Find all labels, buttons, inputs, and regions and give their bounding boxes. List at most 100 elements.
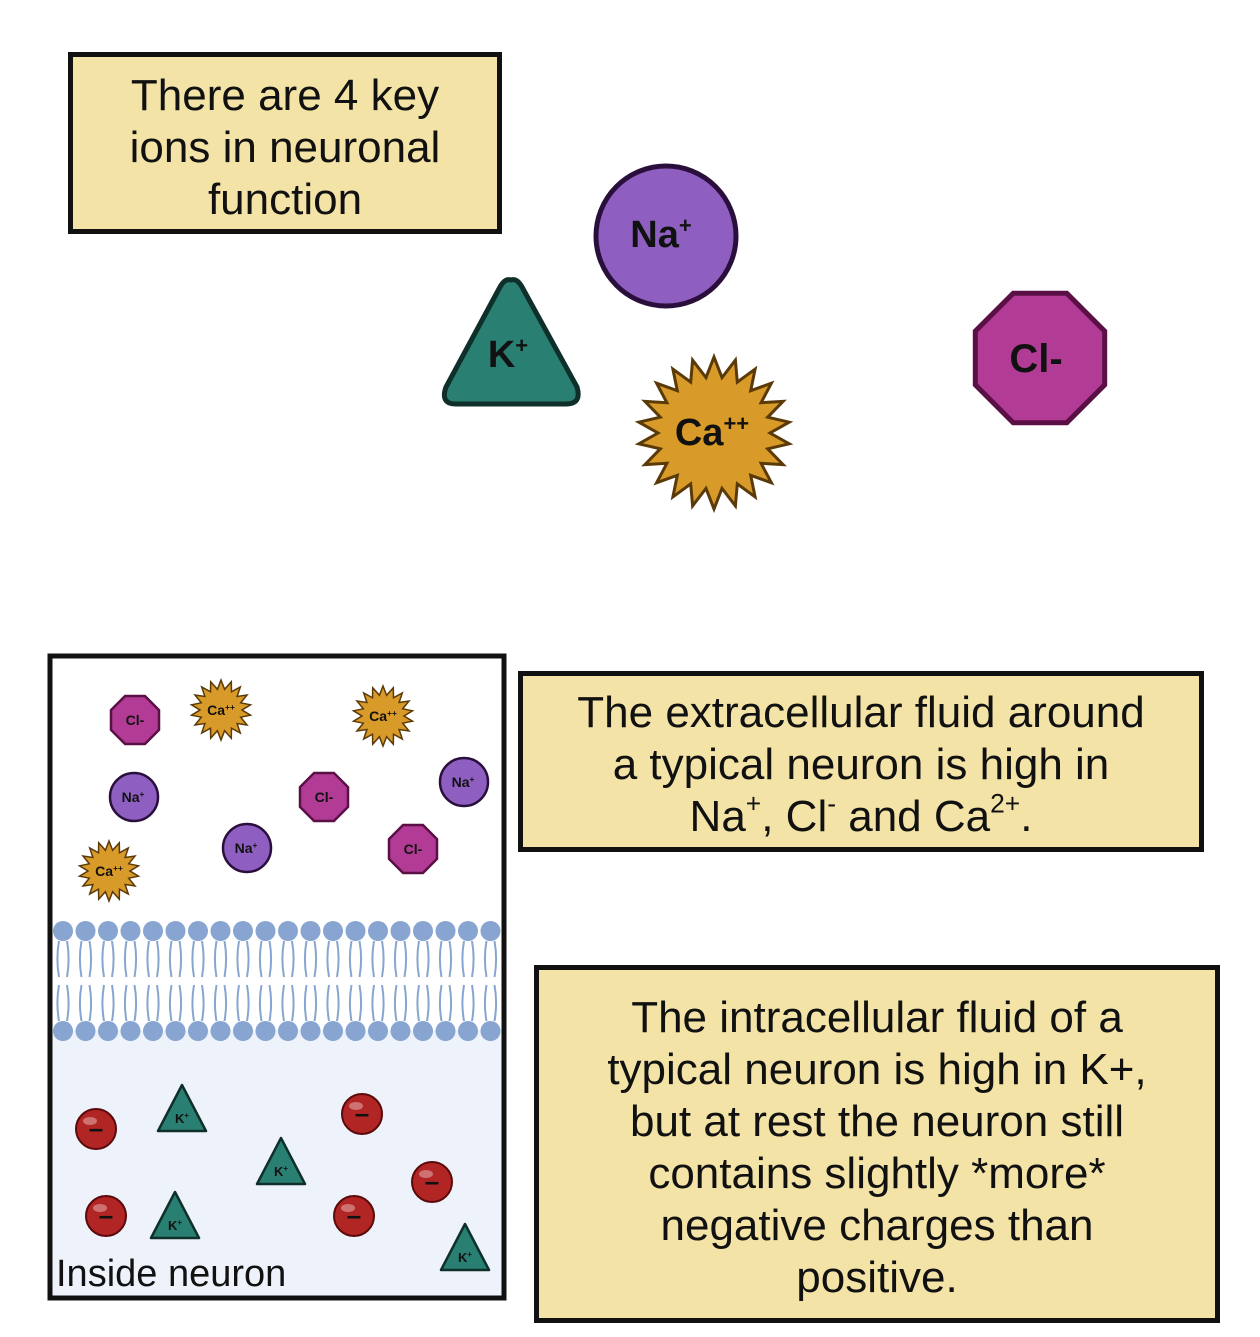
lipid-head-inner [98, 1021, 118, 1041]
lipid-tail [56, 940, 60, 978]
lipid-tail [381, 984, 385, 1022]
extracellular-box: The extracellular fluid around a typical… [518, 671, 1204, 852]
lipid-tail [268, 940, 273, 978]
svg-text:K+: K+ [488, 333, 528, 376]
lipid-tail [88, 984, 93, 1022]
intracellular-line-4: contains slightly *more* [648, 1149, 1106, 1198]
lipid-head-outer [53, 921, 73, 941]
chloride-ion-small [298, 771, 350, 823]
potassium-ion-small [149, 1190, 201, 1240]
lipid-tail [326, 940, 330, 978]
key-ions-line-2: ions in neuronal [129, 123, 441, 172]
lipid-head-outer [345, 921, 366, 941]
lipid-tail [88, 940, 93, 978]
lipid-tail [191, 984, 195, 1022]
lipid-head-inner [278, 1021, 298, 1041]
intracellular-line-6: positive. [796, 1253, 958, 1302]
ion-label: Cl- [126, 712, 145, 728]
lipid-tail [78, 984, 83, 1022]
potassium-ion-small [255, 1136, 307, 1186]
chloride-ion-small [109, 694, 161, 746]
lipid-head-inner [368, 1021, 388, 1041]
potassium-ion-small [156, 1083, 208, 1133]
intracellular-box: The intracellular fluid of a typical neu… [534, 965, 1220, 1323]
lipid-head-inner [143, 1021, 163, 1041]
lipid-tail [416, 940, 420, 978]
lipid-head-inner [233, 1021, 253, 1041]
lipid-tail [281, 940, 285, 978]
lipid-tail [393, 940, 398, 978]
negative-charge [333, 1195, 375, 1237]
lipid-tail [438, 940, 443, 978]
key-ions-line-3: function [207, 175, 363, 224]
key-ions-line-1: There are 4 key [130, 71, 440, 120]
lipid-tail [146, 940, 150, 978]
ion-label: K+ [458, 1250, 472, 1265]
lipid-head-outer [188, 921, 208, 941]
lipid-tail [281, 984, 285, 1022]
negative-sign: – [355, 1098, 369, 1128]
lipid-head-inner [390, 1021, 411, 1041]
lipid-tail [111, 940, 115, 978]
intracellular-line-2: typical neuron is high in K+, [607, 1045, 1147, 1094]
lipid-tail [223, 940, 228, 978]
lipid-head-outer [323, 921, 343, 941]
sodium-ion-small [438, 756, 490, 808]
lipid-tail [358, 984, 363, 1022]
lipid-tail [381, 940, 385, 978]
calcium-ion-small [351, 683, 415, 749]
lipid-tail [291, 940, 295, 978]
lipid-tail [313, 984, 318, 1022]
lipid-tail [358, 940, 363, 978]
lipid-head-outer [300, 921, 321, 941]
svg-text:Cl-: Cl- [1009, 337, 1062, 381]
cell-panel: Cl-Ca++Ca++Na+Cl-Na+Na+Cl-Ca++K+K+K+K+––… [47, 653, 507, 1301]
lipid-head-outer [480, 921, 501, 941]
negative-charge [75, 1108, 117, 1150]
lipid-tail [393, 984, 398, 1022]
lipid-head-inner [120, 1021, 141, 1041]
lipid-tail [78, 940, 83, 978]
lipid-head-outer [458, 921, 478, 941]
inside-neuron-label: Inside neuron [56, 1253, 286, 1295]
negative-sign: – [89, 1113, 103, 1143]
lipid-tail [461, 984, 465, 1022]
extracellular-line-1: The extracellular fluid around [577, 688, 1145, 737]
lipid-head-outer [368, 921, 388, 941]
lipid-tail [191, 940, 195, 978]
key-ions-box: There are 4 key ions in neuronal functio… [68, 52, 502, 234]
ion-label: Na+ [122, 789, 145, 805]
lipid-head-inner [210, 1021, 231, 1041]
lipid-tail [123, 940, 128, 978]
lipid-tail [258, 984, 263, 1022]
lipid-tail [448, 984, 453, 1022]
lipid-tail [426, 984, 430, 1022]
lipid-tail [111, 984, 115, 1022]
lipid-tail [236, 984, 240, 1022]
lipid-tail [146, 984, 150, 1022]
lipid-tail [303, 940, 308, 978]
lipid-tail [101, 940, 105, 978]
lipid-head-outer [210, 921, 231, 941]
lipid-head-inner [53, 1021, 73, 1041]
lipid-tail [258, 940, 263, 978]
lipid-tail [123, 984, 128, 1022]
calcium-ion-large: Ca++ [634, 352, 794, 514]
sodium-ion-small [108, 771, 160, 823]
lipid-tail [348, 984, 353, 1022]
lipid-tail [178, 984, 183, 1022]
calcium-ion-small [189, 677, 253, 743]
sodium-ion-small [221, 822, 273, 874]
extracellular-line-2: a typical neuron is high in [612, 740, 1110, 789]
lipid-tail [246, 984, 250, 1022]
lipid-head-inner [165, 1021, 186, 1041]
intracellular-line-3: but at rest the neuron still [629, 1097, 1125, 1146]
calcium-ion-small [77, 838, 141, 904]
negative-charge [411, 1161, 453, 1203]
lipid-tail [483, 940, 488, 978]
sodium-ion-large: Na+ [593, 163, 739, 309]
lipid-head-outer [278, 921, 298, 941]
negative-sign: – [425, 1166, 439, 1196]
lipid-tail [371, 984, 375, 1022]
lipid-tail [336, 984, 340, 1022]
